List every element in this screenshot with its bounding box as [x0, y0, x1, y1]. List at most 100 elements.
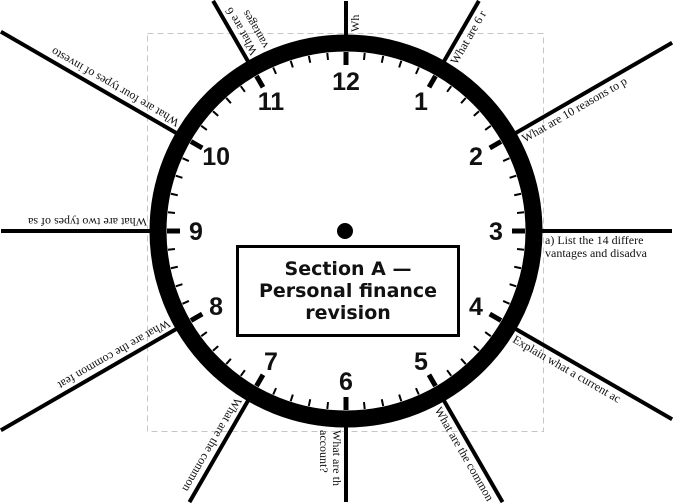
clock-number: 6 [339, 368, 353, 396]
spoke-line [187, 394, 253, 504]
minute-tick [289, 394, 294, 402]
question-spoke: What are the common [179, 394, 253, 504]
minute-tick [225, 358, 232, 365]
minute-tick [167, 247, 176, 251]
minute-tick [307, 399, 312, 407]
clock-number: 9 [189, 218, 203, 246]
title-line-3: revision [305, 302, 391, 324]
minute-tick [473, 345, 480, 352]
minute-tick [446, 369, 453, 377]
minute-tick [484, 331, 492, 338]
clock-number: 11 [258, 88, 285, 116]
minute-tick [460, 358, 467, 365]
question-text: What are two types of sa [27, 215, 147, 229]
minute-tick [326, 401, 330, 410]
minute-tick [326, 52, 330, 61]
question-text: What are th [330, 430, 344, 486]
question-text: What are the common feat [55, 317, 173, 393]
minute-tick [514, 192, 522, 197]
clock-number: 1 [414, 88, 428, 116]
title-line-1: Section A — [284, 258, 412, 280]
question-text: a) List the 14 differe [545, 233, 643, 247]
minute-tick [398, 60, 403, 68]
question-text: What are the common [179, 395, 244, 494]
question-text: vantages and disadva [545, 246, 648, 260]
minute-tick [239, 85, 246, 93]
spoke-line [0, 324, 183, 432]
question-text: What are four types of investo [49, 45, 182, 130]
minute-tick [380, 399, 385, 407]
clock-number: 4 [469, 293, 483, 321]
question-text: Wh [348, 15, 362, 32]
minute-tick [502, 157, 510, 162]
minute-tick [212, 110, 219, 117]
minute-tick [362, 52, 366, 61]
spoke-line [211, 0, 253, 68]
minute-tick [516, 247, 525, 251]
minute-tick [289, 60, 294, 68]
minute-tick [514, 265, 522, 270]
minute-tick [307, 55, 312, 63]
minute-tick [170, 265, 178, 270]
minute-tick [212, 345, 219, 352]
minute-tick [175, 174, 183, 179]
hour-tick [189, 311, 204, 323]
minute-tick [182, 300, 190, 305]
clock-number: 12 [332, 68, 360, 96]
hour-tick [189, 139, 204, 151]
minute-tick [272, 67, 277, 75]
minute-tick [516, 211, 525, 215]
question-text: Explain what a current ac [510, 332, 623, 405]
minute-tick [362, 401, 366, 410]
minute-tick [200, 124, 208, 131]
minute-tick [509, 283, 517, 288]
hour-tick [254, 74, 266, 89]
minute-tick [225, 97, 232, 104]
minute-tick [446, 85, 453, 93]
question-spoke: What are the common feat [0, 317, 183, 432]
minute-tick [380, 55, 385, 63]
minute-tick [200, 331, 208, 338]
clock-number: 10 [202, 143, 230, 171]
hour-tick [488, 139, 503, 151]
minute-tick [509, 174, 517, 179]
minute-tick [460, 97, 467, 104]
question-spoke: What are two types of sa [1, 215, 156, 233]
minute-tick [398, 394, 403, 402]
question-spoke: What are the common [432, 394, 505, 504]
question-spoke: Explain what a current ac [509, 324, 673, 422]
question-text: What are the common [432, 404, 497, 503]
question-text: What are 10 reasons to p [519, 74, 629, 146]
title-line-2: Personal finance [258, 280, 438, 302]
spoke-line [439, 394, 505, 504]
hour-tick [426, 74, 438, 89]
clock-number: 8 [209, 293, 223, 321]
clock-number: 3 [489, 218, 503, 246]
minute-tick [239, 369, 246, 377]
minute-tick [170, 192, 178, 197]
spoke-line [509, 324, 673, 422]
minute-tick [415, 387, 420, 395]
clock-center-dot [337, 223, 353, 239]
minute-tick [484, 124, 492, 131]
hour-tick [426, 373, 438, 388]
minute-tick [272, 387, 277, 395]
minute-tick [175, 283, 183, 288]
minute-tick [502, 300, 510, 305]
spoke-line [509, 40, 673, 138]
spoke-line [439, 0, 481, 68]
clock-number: 5 [414, 348, 428, 376]
minute-tick [473, 110, 480, 117]
question-spoke: Wh [344, 1, 362, 41]
question-spoke: What are four types of investo [0, 30, 183, 138]
question-text: account? [317, 430, 331, 473]
hour-tick [254, 373, 266, 388]
question-spoke: What are 10 reasons to p [509, 40, 673, 146]
clock-number: 7 [264, 348, 278, 376]
minute-tick [182, 157, 190, 162]
minute-tick [167, 211, 176, 215]
section-title-box: Section A — Personal finance revision [236, 245, 460, 337]
